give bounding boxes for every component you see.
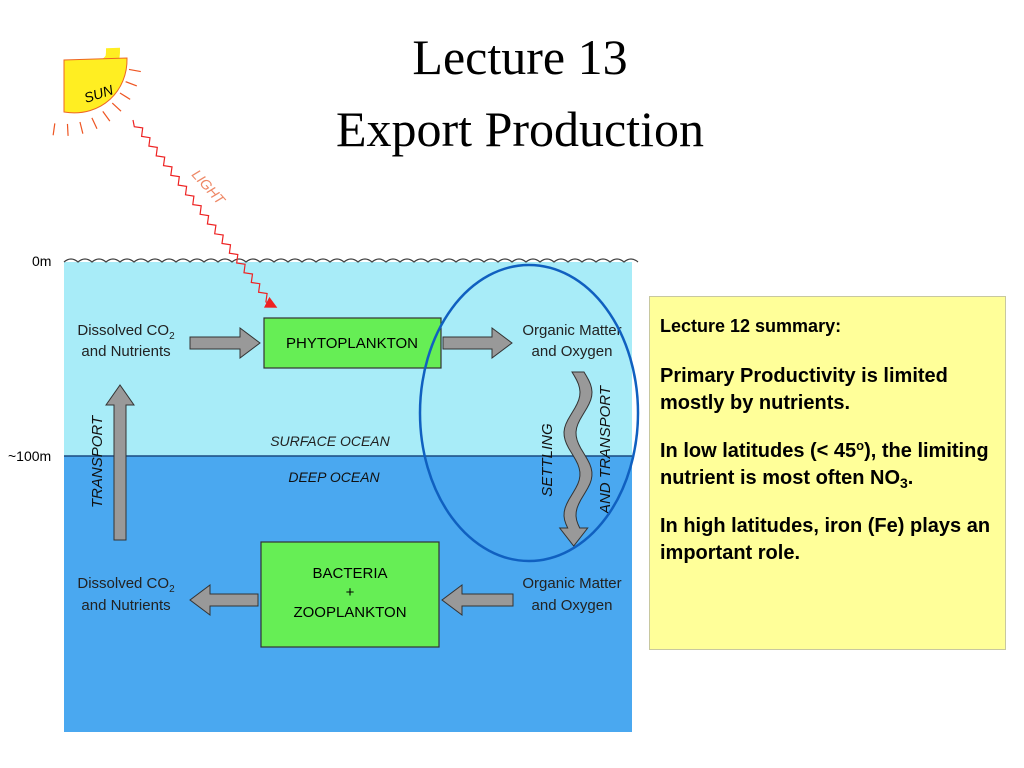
surface-ocean-label: SURFACE OCEAN [270, 433, 390, 449]
arrow-phyto-to-organic [442, 327, 513, 359]
depth-0m-label: 0m [32, 253, 51, 269]
arrow-organic-to-bacteria [441, 584, 514, 616]
bacteria-box [260, 541, 440, 648]
summary-paragraph-1: Primary Productivity is limited mostly b… [660, 365, 948, 414]
sun-ray [119, 92, 131, 100]
plus-label: + [346, 584, 355, 601]
dissolved-co2-top: Dissolved CO2 [77, 322, 175, 342]
bacteria-label: BACTERIA [312, 565, 387, 582]
nutrients-top: and Nutrients [81, 343, 170, 360]
arrow-dissolved-to-phyto [189, 327, 261, 359]
sun-ray [102, 111, 111, 122]
settling-label: SETTLING [539, 423, 556, 497]
phytoplankton-label: PHYTOPLANKTON [286, 335, 418, 352]
settling-arrow [558, 371, 593, 547]
oxygen-bottom: and Oxygen [532, 597, 613, 614]
wave-line [63, 258, 639, 263]
dissolved-co2-bottom: Dissolved CO2 [77, 575, 175, 595]
title-line-2: Export Production [335, 101, 705, 157]
sun-ray [111, 102, 122, 112]
summary-paragraph-2: In low latitudes (< 45o), the limiting n… [660, 438, 989, 491]
sun-ray [125, 81, 138, 87]
title-line-1: Lecture 13 [412, 29, 628, 85]
arrow-transport-up [105, 384, 135, 541]
summary-heading: Lecture 12 summary: [660, 316, 842, 336]
oxygen-top: and Oxygen [532, 343, 613, 360]
phytoplankton-box [263, 317, 442, 369]
summary-box: Lecture 12 summary: Primary Productivity… [649, 296, 1006, 650]
sun-ray [66, 123, 69, 136]
sun-ray [91, 117, 98, 129]
highlight-ellipse [418, 263, 640, 563]
zooplankton-label: ZOOPLANKTON [293, 604, 406, 621]
organic-matter-bottom: Organic Matter [522, 575, 621, 592]
light-label: LIGHT [189, 166, 229, 208]
arrow-bacteria-to-dissolved [189, 584, 259, 616]
sun-body [63, 57, 128, 114]
summary-paragraph-3: In high latitudes, iron (Fe) plays an im… [660, 515, 991, 564]
light-ray [132, 119, 278, 308]
deep-ocean-label: DEEP OCEAN [288, 469, 380, 485]
and-transport-label: AND TRANSPORT [597, 384, 614, 515]
nutrients-bottom: and Nutrients [81, 597, 170, 614]
sun-ray [52, 123, 56, 136]
sun-ray [79, 121, 84, 134]
organic-matter-top: Organic Matter [522, 322, 621, 339]
sun-ray [128, 68, 141, 73]
depth-100m-label: ~100m [8, 448, 51, 464]
transport-label: TRANSPORT [89, 414, 106, 508]
